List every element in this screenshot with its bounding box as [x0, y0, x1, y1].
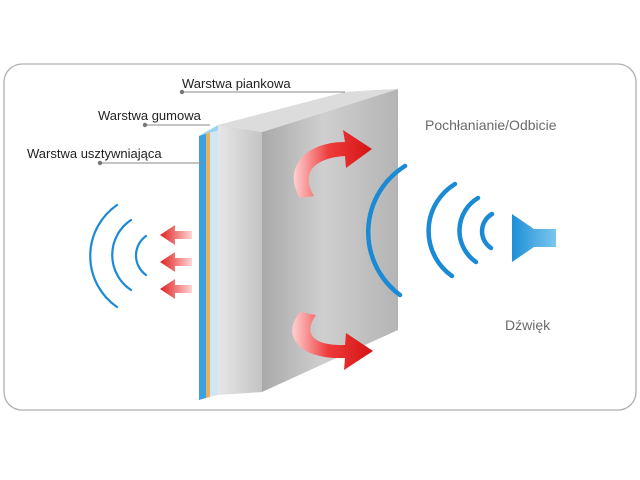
label-foam-layer: Warstwa piankowa [182, 76, 291, 91]
small-arrow-1 [160, 225, 192, 245]
panel-side [218, 125, 262, 395]
transmitted-sound-waves [89, 203, 148, 309]
leader-dots [97, 89, 185, 166]
label-rubber-layer: Warstwa gumowa [98, 108, 202, 123]
panel-front [262, 89, 398, 392]
label-sound: Dźwięk [505, 317, 551, 333]
label-stiffening-layer: Warstwa usztywniająca [27, 146, 162, 161]
stiffening-layer [199, 132, 206, 400]
reflection-arrow-bottom [292, 312, 373, 370]
panel-top [218, 89, 398, 132]
label-absorption-reflection: Pochłanianie/Odbicie [425, 117, 557, 133]
foam-layer-edge [210, 125, 218, 397]
reflection-arrow-top [293, 130, 372, 198]
transmitted-arrows [160, 225, 192, 299]
panel [199, 89, 398, 400]
small-arrow-2 [160, 252, 192, 272]
speaker-icon [512, 214, 556, 262]
leader-lines [100, 91, 345, 164]
small-arrow-3 [160, 279, 192, 299]
reflection-arrows [292, 130, 373, 370]
incoming-sound-waves [366, 163, 495, 298]
rubber-layer [206, 130, 210, 398]
